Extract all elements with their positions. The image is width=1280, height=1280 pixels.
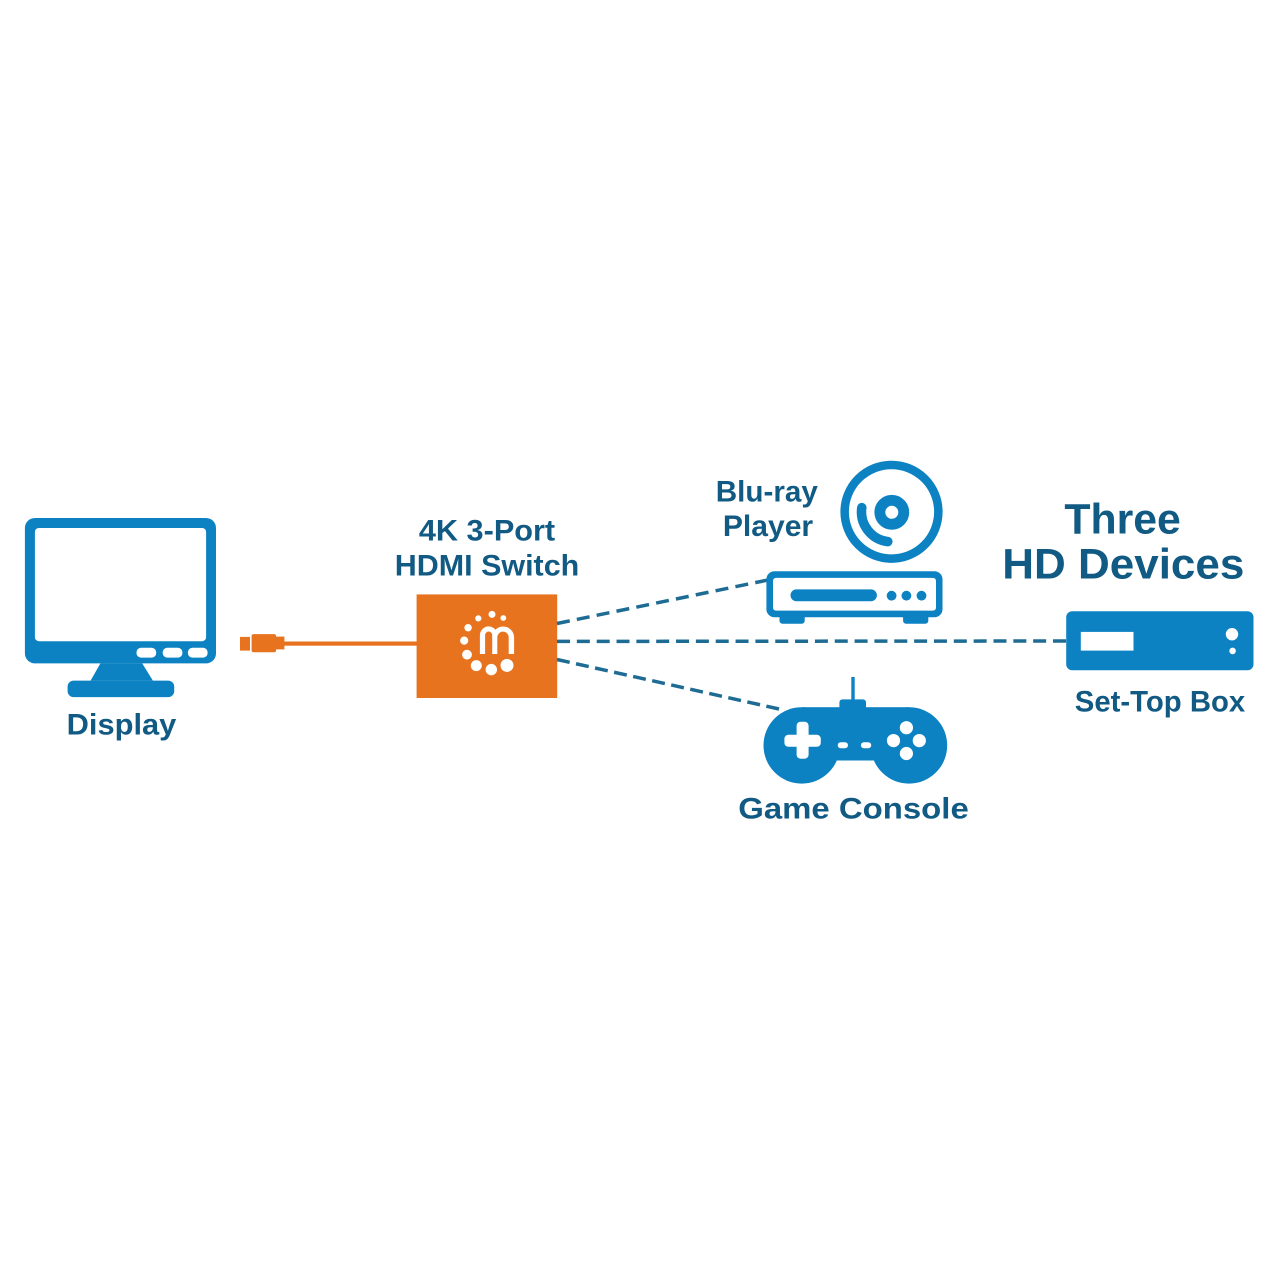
- svg-text:Display: Display: [67, 709, 177, 742]
- svg-text:HDMI Switch: HDMI Switch: [395, 549, 580, 582]
- svg-text:4K 3-Port: 4K 3-Port: [419, 514, 555, 547]
- svg-text:Blu-ray: Blu-ray: [716, 476, 818, 509]
- svg-text:HD Devices: HD Devices: [1002, 540, 1244, 588]
- svg-text:Game Console: Game Console: [738, 792, 969, 825]
- svg-text:Player: Player: [723, 510, 814, 543]
- svg-text:Set-Top Box: Set-Top Box: [1075, 685, 1246, 718]
- svg-text:Three: Three: [1064, 495, 1181, 543]
